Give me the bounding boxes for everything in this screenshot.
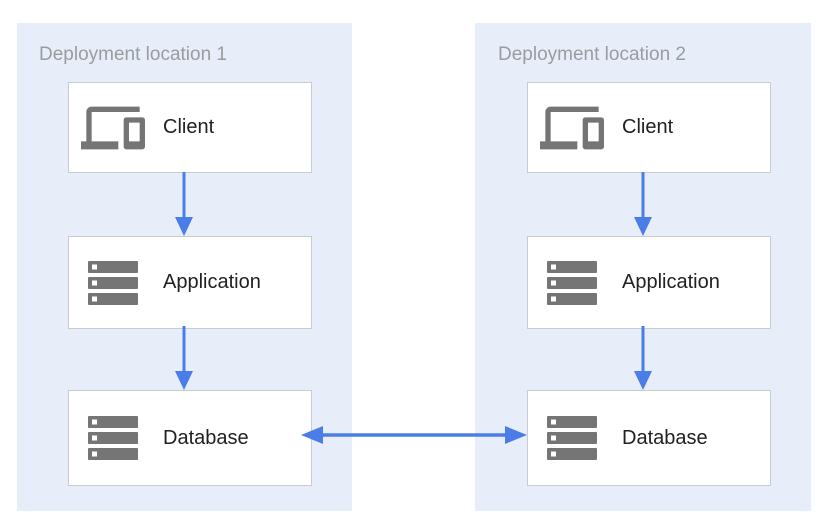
arrow-application-to-database-2 [633, 326, 653, 390]
server-stack-icon [81, 416, 145, 460]
arrow-database-to-database-bidirectional [301, 425, 527, 445]
arrow-client-to-application-1 [174, 172, 194, 236]
node-label: Application [622, 271, 720, 293]
devices-icon [540, 104, 604, 152]
node-application-2: Application [527, 236, 771, 329]
node-client-1: Client [68, 82, 312, 173]
node-label: Client [622, 116, 674, 138]
node-label: Database [163, 426, 249, 449]
node-database-2: Database [527, 390, 771, 486]
arrow-application-to-database-1 [174, 326, 194, 390]
server-stack-icon [81, 260, 145, 305]
server-stack-icon [540, 260, 604, 305]
node-database-1: Database [68, 390, 312, 486]
node-label: Client [163, 116, 215, 138]
panel-title-2: Deployment location 2 [498, 44, 686, 65]
server-stack-icon [540, 416, 604, 460]
panel-title-1: Deployment location 1 [39, 44, 227, 65]
arrow-client-to-application-2 [633, 172, 653, 236]
node-application-1: Application [68, 236, 312, 329]
node-label: Application [163, 271, 261, 293]
node-label: Database [622, 426, 708, 449]
node-client-2: Client [527, 82, 771, 173]
devices-icon [81, 104, 145, 152]
